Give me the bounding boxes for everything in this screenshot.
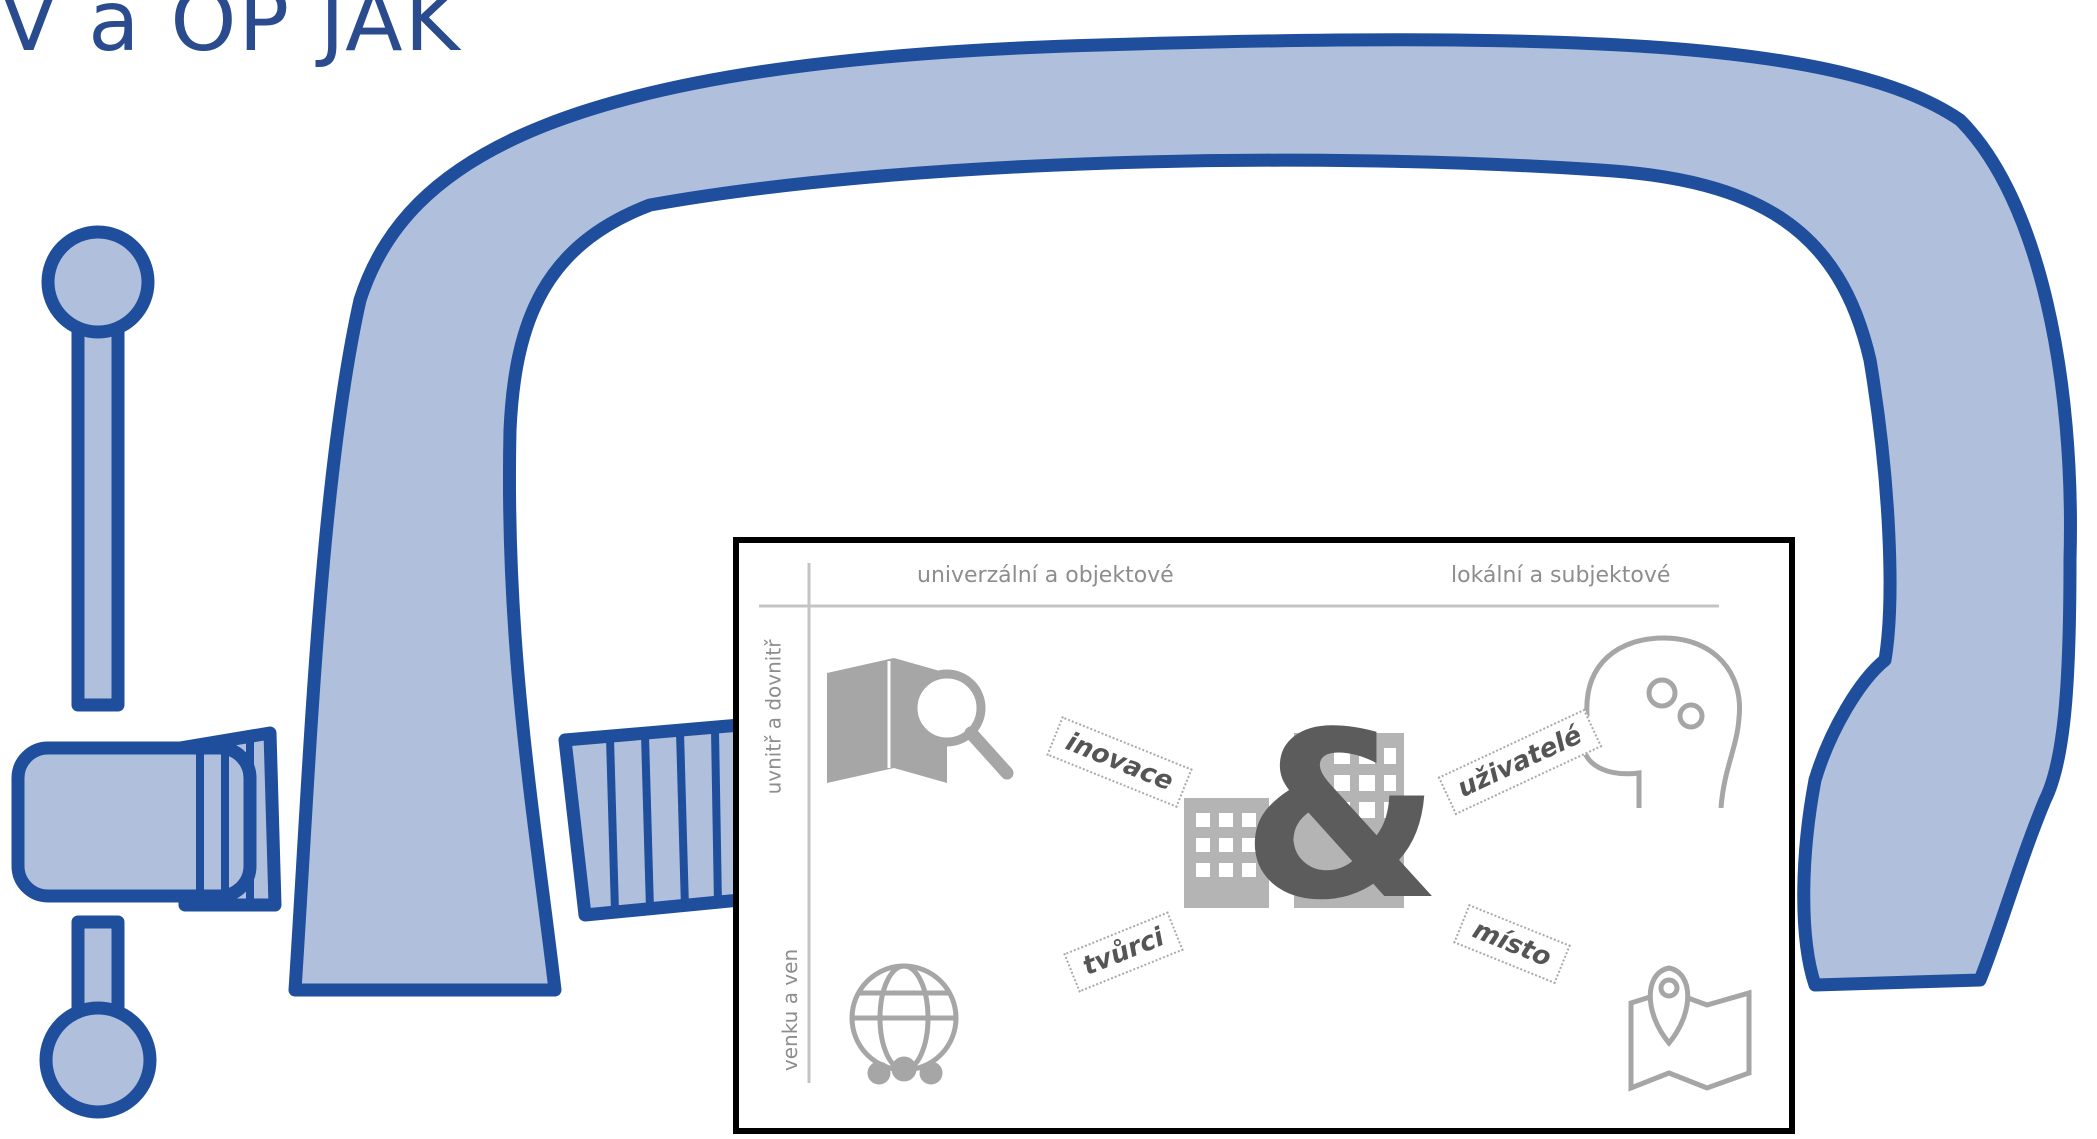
row-label-inside: uvnitř a dovnitř bbox=[761, 640, 785, 795]
book-search-icon bbox=[827, 658, 1007, 783]
map-pin-icon bbox=[1631, 968, 1749, 1088]
column-header-local: lokální a subjektové bbox=[1451, 563, 1670, 588]
row-label-outside: venku a ven bbox=[778, 949, 802, 1071]
column-header-universal: univerzální a objektové bbox=[917, 563, 1174, 588]
clamp-knob-bottom bbox=[46, 1008, 150, 1112]
clamp-knob-top bbox=[48, 232, 148, 332]
globe-people-icon bbox=[852, 966, 956, 1082]
ampersand-symbol: & bbox=[1241, 703, 1442, 933]
head-gears-icon bbox=[1574, 638, 1740, 808]
clamp-handle-collar bbox=[18, 748, 250, 896]
clamp-handle-bar-top bbox=[78, 290, 118, 705]
diagram-panel: univerzální a objektové lokální a subjek… bbox=[733, 537, 1795, 1134]
